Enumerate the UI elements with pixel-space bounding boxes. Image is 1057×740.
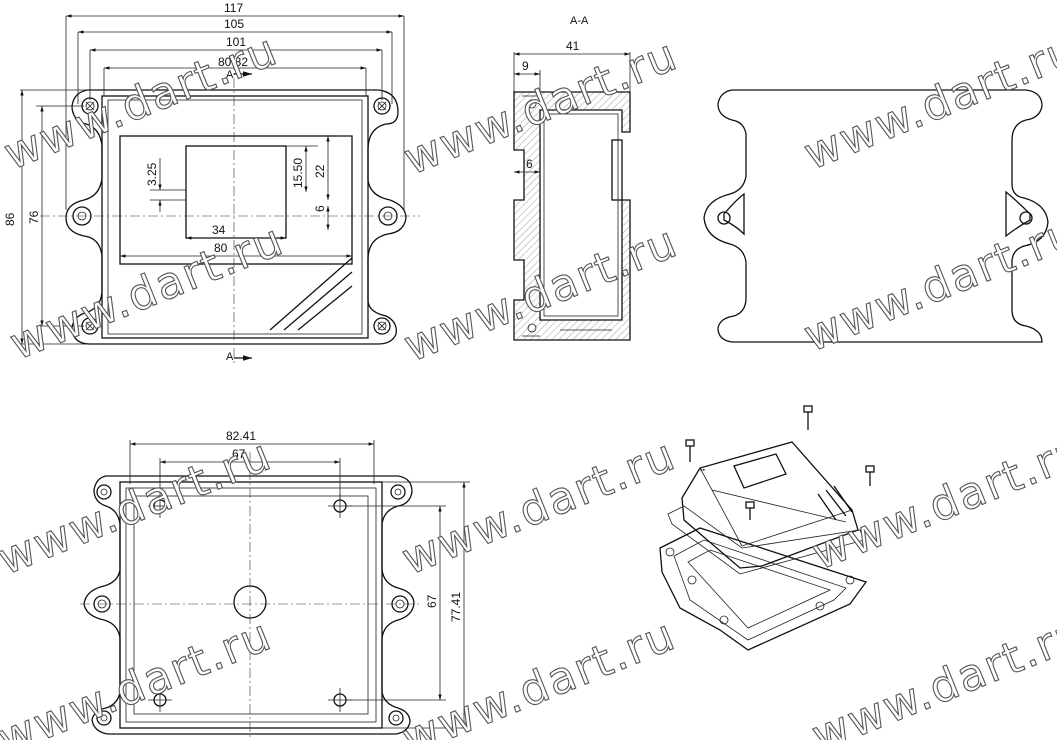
screw-icon (803, 405, 813, 430)
watermark-text: www.dart.ru (805, 424, 1057, 580)
section-wall (513, 91, 631, 341)
watermark-text: www.dart.ru (395, 429, 683, 585)
dim-67: 67 (425, 594, 439, 608)
mounting-hole-icon (388, 710, 404, 726)
mounting-hole-icon (96, 710, 112, 726)
front-flange-outline (65, 89, 407, 345)
dim-34: 34 (212, 223, 226, 237)
bottom-body (119, 481, 383, 729)
dim-82-41: 82.41 (226, 429, 256, 443)
front-view: A A 117 105 101 80.82 86 76 3.25 15.50 2… (3, 1, 420, 366)
screw-icon (373, 97, 391, 115)
gasket-outline (703, 89, 1049, 343)
front-body-inner (107, 99, 363, 335)
bottom-flange-outline (83, 475, 415, 735)
watermark-text: www.dart.ru (3, 214, 291, 370)
watermark-layer: www.dart.ru www.dart.ru www.dart.ru www.… (0, 24, 1057, 740)
front-body (101, 95, 369, 339)
watermark-text: www.dart.ru (0, 609, 279, 740)
section-title: A-A (570, 15, 589, 27)
dim-9: 9 (522, 59, 529, 73)
screw-icon (745, 501, 755, 520)
screw-icon (865, 465, 875, 486)
watermark-text: www.dart.ru (797, 24, 1057, 180)
section-mark-bottom: A (226, 351, 234, 363)
dim-80-82: 80.82 (218, 55, 248, 69)
gasket-view (703, 89, 1049, 343)
dim-77-41: 77.41 (449, 592, 463, 622)
bottom-view: 82.41 67 67 77.41 (80, 429, 470, 740)
isometric-view: ▪▪ (659, 405, 875, 651)
dim-101: 101 (226, 35, 246, 49)
watermark-text: www.dart.ru (0, 429, 279, 585)
dim-15-50: 15.50 (291, 158, 305, 188)
dim-3-25: 3.25 (145, 162, 159, 186)
dim-67-top: 67 (232, 447, 246, 461)
dim-41: 41 (566, 39, 580, 53)
screw-icon (373, 317, 391, 335)
dim-117: 117 (224, 1, 243, 15)
lid-logo: ▪▪ (700, 467, 705, 474)
watermark-text: www.dart.ru (797, 206, 1057, 362)
watermark-text: www.dart.ru (395, 609, 683, 740)
boss-icon (148, 688, 172, 712)
watermark-text: www.dart.ru (805, 606, 1057, 740)
dim-6: 6 (313, 205, 327, 212)
watermark-text: www.dart.ru (0, 24, 285, 180)
dim-86: 86 (3, 212, 17, 226)
watermark-text: www.dart.ru (397, 216, 685, 372)
dim-80: 80 (214, 241, 228, 255)
watermark-text: www.dart.ru (397, 29, 685, 185)
section-view: A-A 41 9 6 (513, 15, 631, 341)
mounting-hole-icon (390, 484, 406, 500)
dim-76: 76 (27, 210, 41, 224)
dim-105: 105 (224, 17, 244, 31)
section-mark-top: A (226, 69, 234, 81)
screw-icon (685, 439, 695, 462)
front-window-recess (119, 135, 353, 265)
mounting-hole-icon (96, 484, 112, 500)
dim-22: 22 (313, 164, 327, 178)
